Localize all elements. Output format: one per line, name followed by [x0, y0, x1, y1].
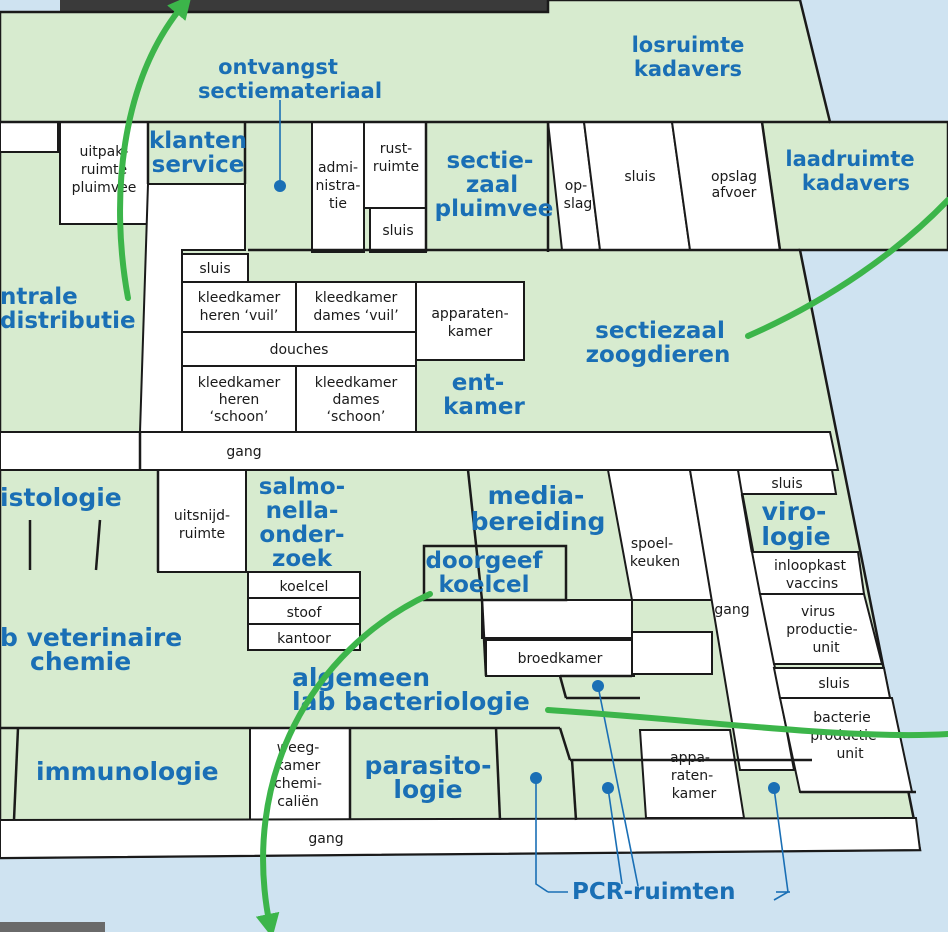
label-histologie: istologie — [0, 483, 122, 512]
label-sluis-upper: sluis — [199, 261, 230, 277]
room-kk-dames-vuil — [295, 281, 417, 333]
label-gang-bottom: gang — [308, 831, 343, 847]
dot-pcr-4 — [768, 782, 780, 794]
label-spoelkeuken: spoel-keuken — [630, 536, 680, 570]
room-stoof — [247, 597, 361, 625]
label-apparatenkamer2: appa-raten-kamer — [670, 750, 716, 802]
label-sluis-top: sluis — [382, 223, 413, 239]
photo-bottom-left — [0, 922, 105, 932]
room-sluis-upper — [181, 253, 249, 283]
room-broedkamer — [485, 639, 635, 677]
room-white-b — [631, 631, 713, 675]
photo-top-left — [60, 0, 550, 12]
label-rust: rust-ruimte — [373, 141, 419, 175]
label-stoof: stoof — [287, 605, 323, 621]
doorgeef-frame — [422, 544, 568, 602]
room-white-a — [481, 599, 633, 639]
label-kantoor: kantoor — [277, 631, 331, 647]
label-sluis-mid: sluis — [624, 169, 655, 185]
pointer-lines — [279, 100, 790, 901]
dot-ontvangst — [274, 180, 286, 192]
room-apparatenkamer — [415, 281, 525, 361]
dot-pcr-3 — [592, 680, 604, 692]
arrow-bottom-right — [545, 707, 948, 739]
label-admin: admi-nistra-tie — [316, 160, 361, 212]
label-apparatenkamer: apparaten-kamer — [431, 306, 508, 340]
arrow-right — [745, 197, 948, 339]
room-sluis-viro — [736, 469, 838, 495]
label-salmonella: salmo-nella-onder-zoek — [259, 474, 345, 572]
label-parasitologie: parasito-logie — [365, 751, 492, 804]
label-broedkamer: broedkamer — [518, 651, 603, 667]
location-dots — [274, 180, 780, 794]
label-immunologie: immunologie — [36, 757, 219, 786]
corridor-gang-mid — [688, 469, 796, 771]
corridor-gang-bottom — [0, 816, 922, 860]
corridor-gang-top — [0, 431, 840, 471]
room-virus-productie — [758, 593, 884, 665]
label-sluis-viro: sluis — [771, 476, 802, 492]
room-kk-heren-vuil — [181, 281, 297, 333]
dot-pcr-2 — [602, 782, 614, 794]
room-kantoor — [247, 623, 361, 651]
label-gang-top: gang — [226, 444, 261, 460]
label-pcr: PCR-ruimten — [572, 879, 736, 905]
label-virologie: viro-logie — [761, 497, 830, 551]
label-koelcel: koelcel — [280, 579, 329, 595]
walls — [0, 120, 916, 821]
label-gang-mid: gang — [714, 602, 749, 618]
room-uitpak — [59, 121, 149, 225]
room-douches — [181, 331, 417, 367]
arrow-bottom — [255, 591, 433, 932]
label-entkamer: ent-kamer — [443, 370, 525, 420]
label-media: media-bereiding — [471, 481, 606, 536]
green-arrows — [117, 0, 948, 932]
label-douches: douches — [270, 342, 329, 358]
box-far-left — [0, 121, 59, 153]
room-uitsnij — [157, 469, 247, 573]
label-opslag: op-slag — [564, 178, 593, 212]
room-koelcel — [247, 571, 361, 599]
label-sluis-low: sluis — [818, 676, 849, 692]
dot-pcr-1 — [530, 772, 542, 784]
room-sluis-top — [369, 207, 427, 253]
arrow-top-left — [117, 0, 192, 301]
label-uitsnij: uitsnijd-ruimte — [174, 508, 230, 542]
room-kk-heren-schoon — [181, 365, 297, 433]
